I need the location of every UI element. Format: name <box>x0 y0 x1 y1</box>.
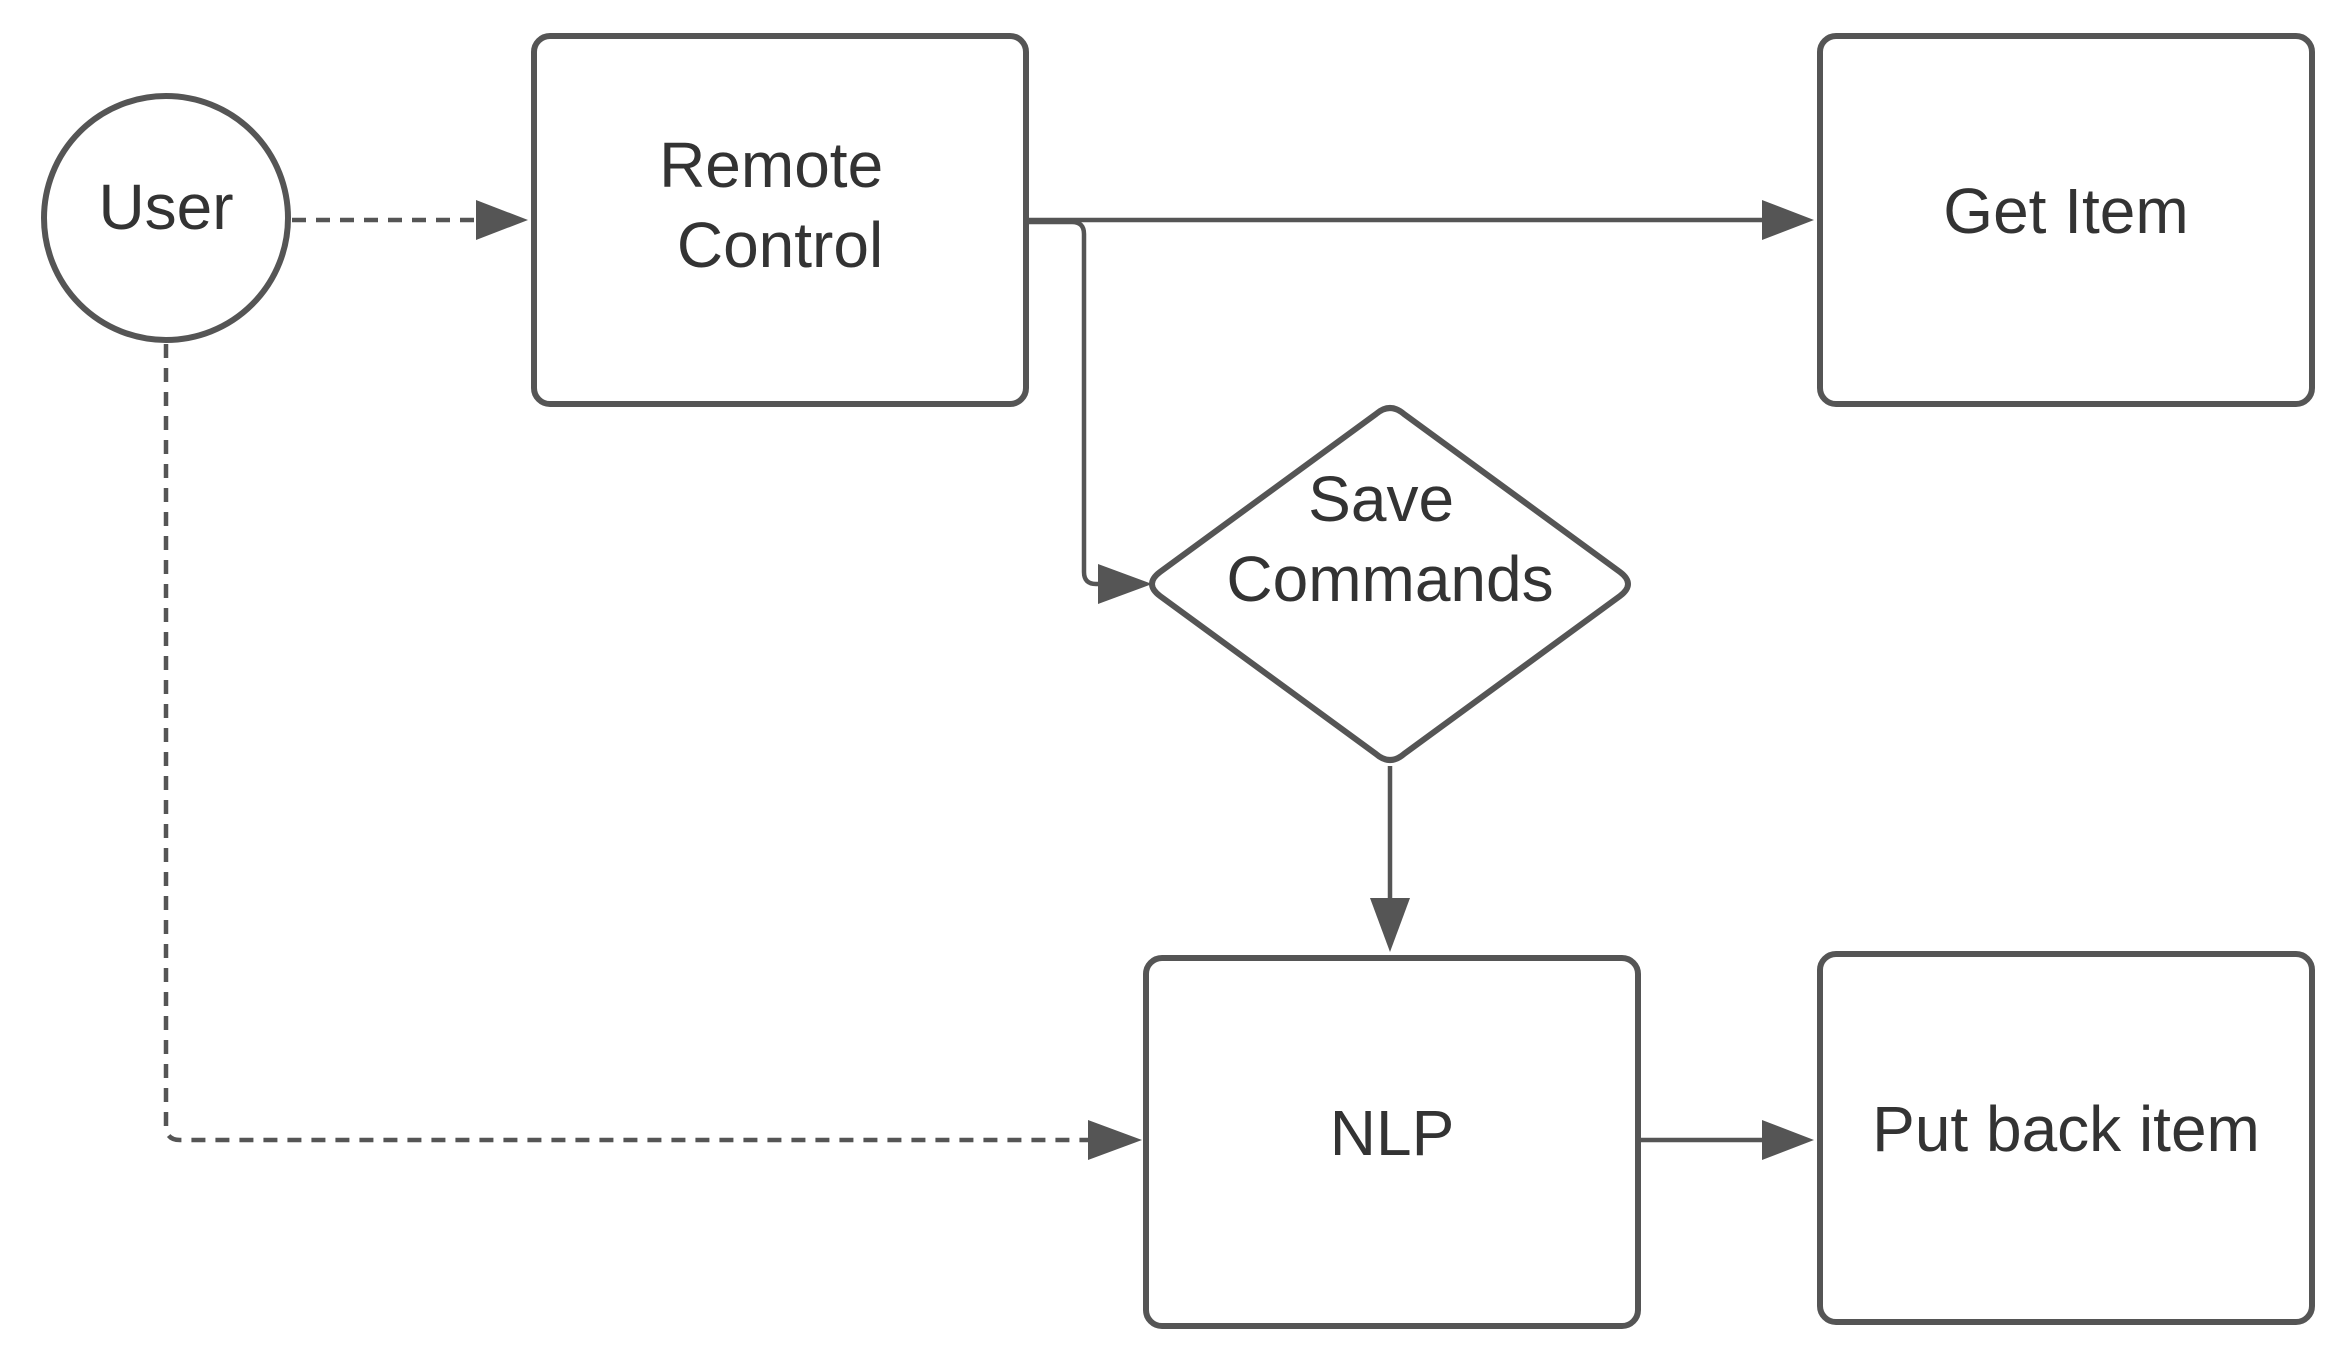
arrowhead <box>1762 200 1814 240</box>
arrowhead <box>1370 898 1410 952</box>
edge-nlp-to-put-back-item <box>1640 1120 1814 1160</box>
arrowhead <box>1762 1120 1814 1160</box>
get-item-box <box>1817 33 2315 407</box>
edge-user-to-remote-control <box>292 200 528 240</box>
save-commands-diamond <box>1149 405 1631 763</box>
put-back-item-box <box>1817 951 2315 1325</box>
edge-remote-control-to-save-commands <box>1028 219 1152 604</box>
node-save-commands: Save Commands <box>1149 405 1631 763</box>
node-nlp: NLP <box>1143 955 1641 1329</box>
arrowhead <box>1088 1120 1142 1160</box>
user-label: User <box>98 171 233 243</box>
arrowhead <box>476 200 528 240</box>
edge-save-commands-to-nlp <box>1370 766 1410 952</box>
user-circle <box>41 93 291 343</box>
nlp-box <box>1143 955 1641 1329</box>
arrowhead <box>1098 564 1152 604</box>
node-remote-control: Remote Control <box>531 33 1029 407</box>
nlp-label: NLP <box>1330 1097 1455 1169</box>
edge-user-to-nlp <box>163 344 1142 1160</box>
node-user: User <box>41 93 291 343</box>
save-commands-label: Save Commands <box>1226 463 1553 615</box>
node-put-back-item: Put back item <box>1817 951 2315 1325</box>
remote-control-label: Remote Control <box>659 129 901 281</box>
remote-control-box <box>531 33 1029 407</box>
edge-remote-control-to-get-item <box>1028 200 1814 240</box>
node-get-item: Get Item <box>1817 33 2315 407</box>
put-back-item-label: Put back item <box>1872 1093 2260 1165</box>
get-item-label: Get Item <box>1943 175 2188 247</box>
